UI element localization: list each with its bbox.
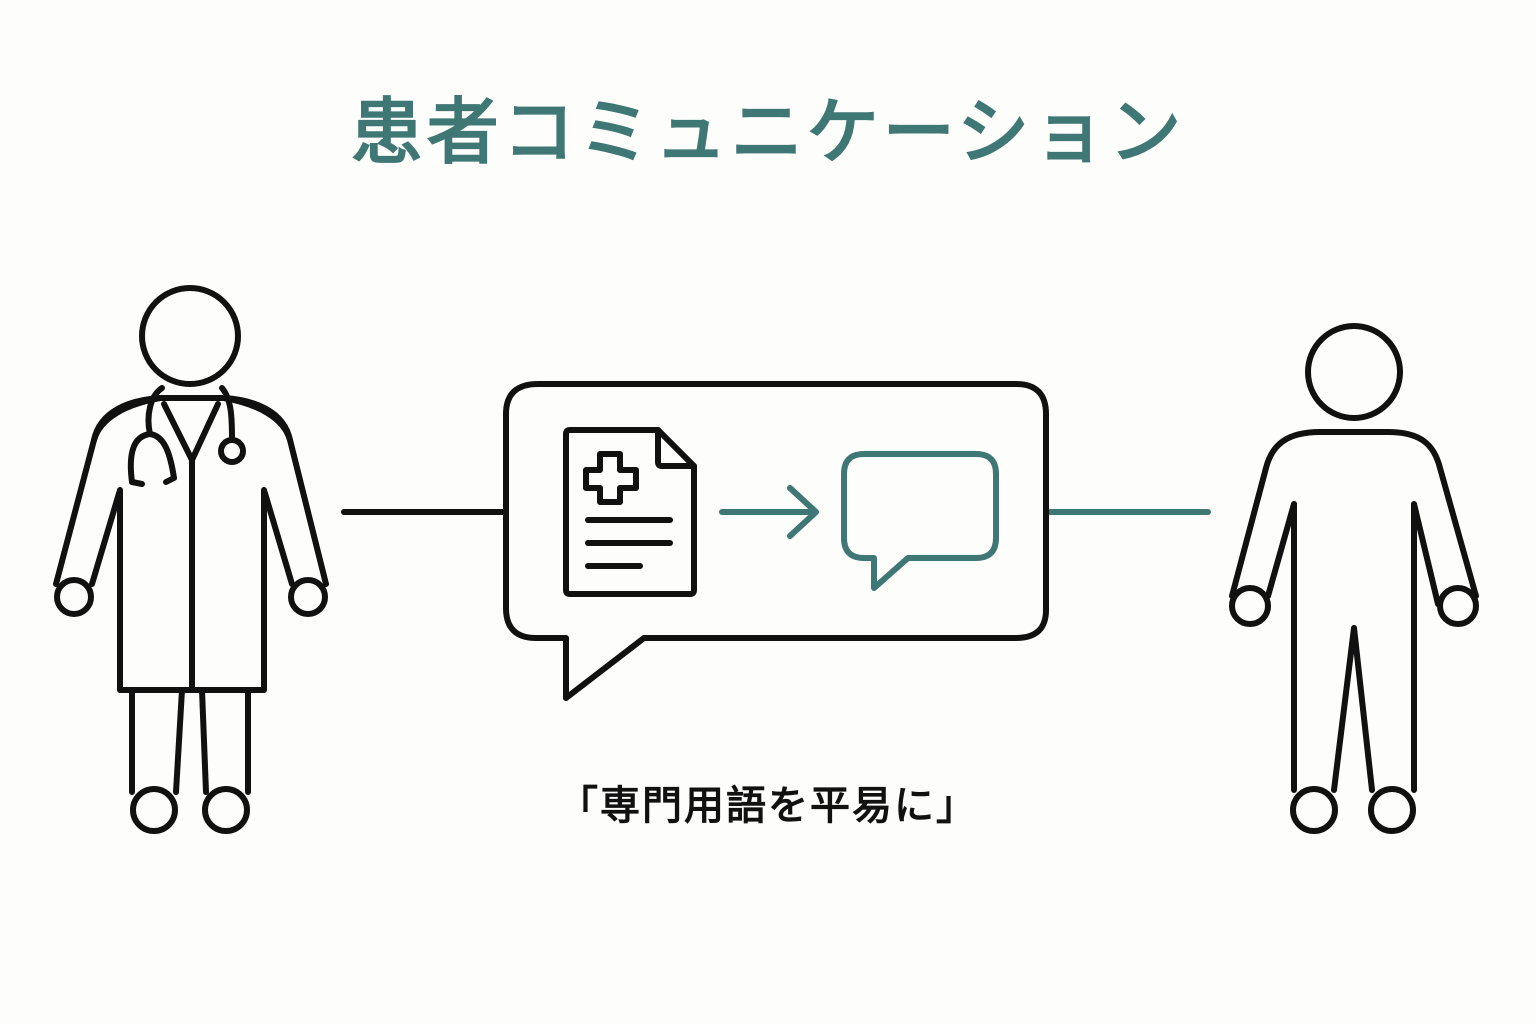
doctor-figure-icon [53, 285, 329, 834]
arrow-right-icon [719, 485, 819, 539]
patient-right-foot [1368, 786, 1416, 834]
doctor-head [139, 285, 241, 387]
patient-left-foot [1290, 786, 1338, 834]
patient-figure-icon [1229, 323, 1479, 834]
stethoscope-icon [127, 385, 235, 487]
doctor-left-hand [54, 577, 94, 617]
medical-document-icon [563, 427, 697, 597]
message-bubble-icon [841, 451, 999, 591]
patient-right-hand [1437, 585, 1479, 627]
diagram-title: 患者コミュニケーション [350, 90, 1186, 174]
medical-cross-icon [583, 451, 639, 505]
doctor-coat [53, 395, 329, 693]
patient-body [1229, 429, 1479, 793]
patient-left-hand [1229, 585, 1271, 627]
diagram-caption: 「専門用語を平易に」 [558, 783, 978, 829]
doctor-right-foot [202, 786, 250, 834]
patient-head [1305, 323, 1403, 421]
doctor-legs [129, 687, 251, 795]
doctor-right-hand [288, 577, 328, 617]
speech-bubble-icon [503, 381, 1049, 701]
doctor-left-foot [130, 786, 178, 834]
doctor-collar [161, 401, 221, 463]
